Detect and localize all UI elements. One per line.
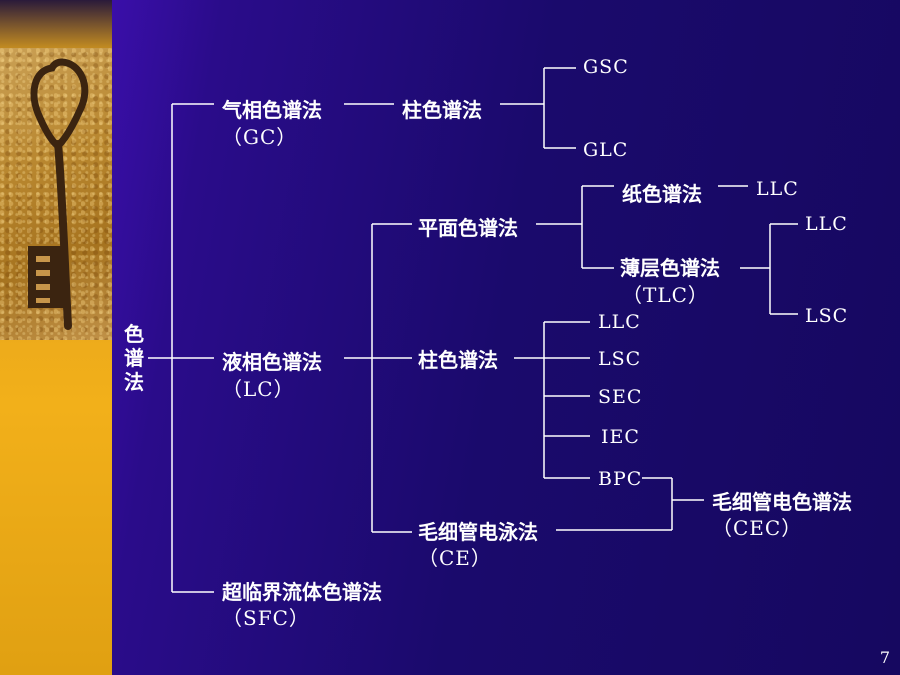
lc-column-label: 柱色谱法 [418,348,498,372]
tlc-label: 薄层色谱法 [620,256,720,280]
cec-label: 毛细管电色谱法 [712,490,852,514]
lc-column-llc: LLC [598,311,641,333]
lc-column-iec: IEC [601,426,640,448]
planar-label: 平面色谱法 [418,216,518,240]
antique-key-image [0,48,112,340]
gc-abbr: （GC） [222,125,298,149]
ce-abbr: （CE） [418,546,492,570]
gc-label: 气相色谱法 [222,98,322,122]
lc-label: 液相色谱法 [222,350,322,374]
paper-llc-label: LLC [756,178,799,200]
lc-column-sec: SEC [598,386,643,408]
root-label: 色谱法 [124,322,144,394]
tlc-lsc-label: LSC [805,305,849,327]
page-number: 7 [879,648,890,667]
gc-column-label: 柱色谱法 [402,98,482,122]
lc-column-bpc: BPC [598,468,643,490]
tlc-llc-label: LLC [805,213,848,235]
sfc-label: 超临界流体色谱法 [222,580,382,604]
gsc-label: GSC [583,56,629,78]
paper-label: 纸色谱法 [622,182,702,206]
lc-column-lsc: LSC [598,348,642,370]
ce-label: 毛细管电泳法 [418,520,538,544]
lc-abbr: （LC） [222,377,295,401]
cec-abbr: （CEC） [712,516,803,540]
glc-label: GLC [583,139,629,161]
left-decor-band [0,0,112,675]
key-icon [28,58,89,330]
tlc-abbr: （TLC） [622,283,709,307]
sfc-abbr: （SFC） [222,606,310,630]
